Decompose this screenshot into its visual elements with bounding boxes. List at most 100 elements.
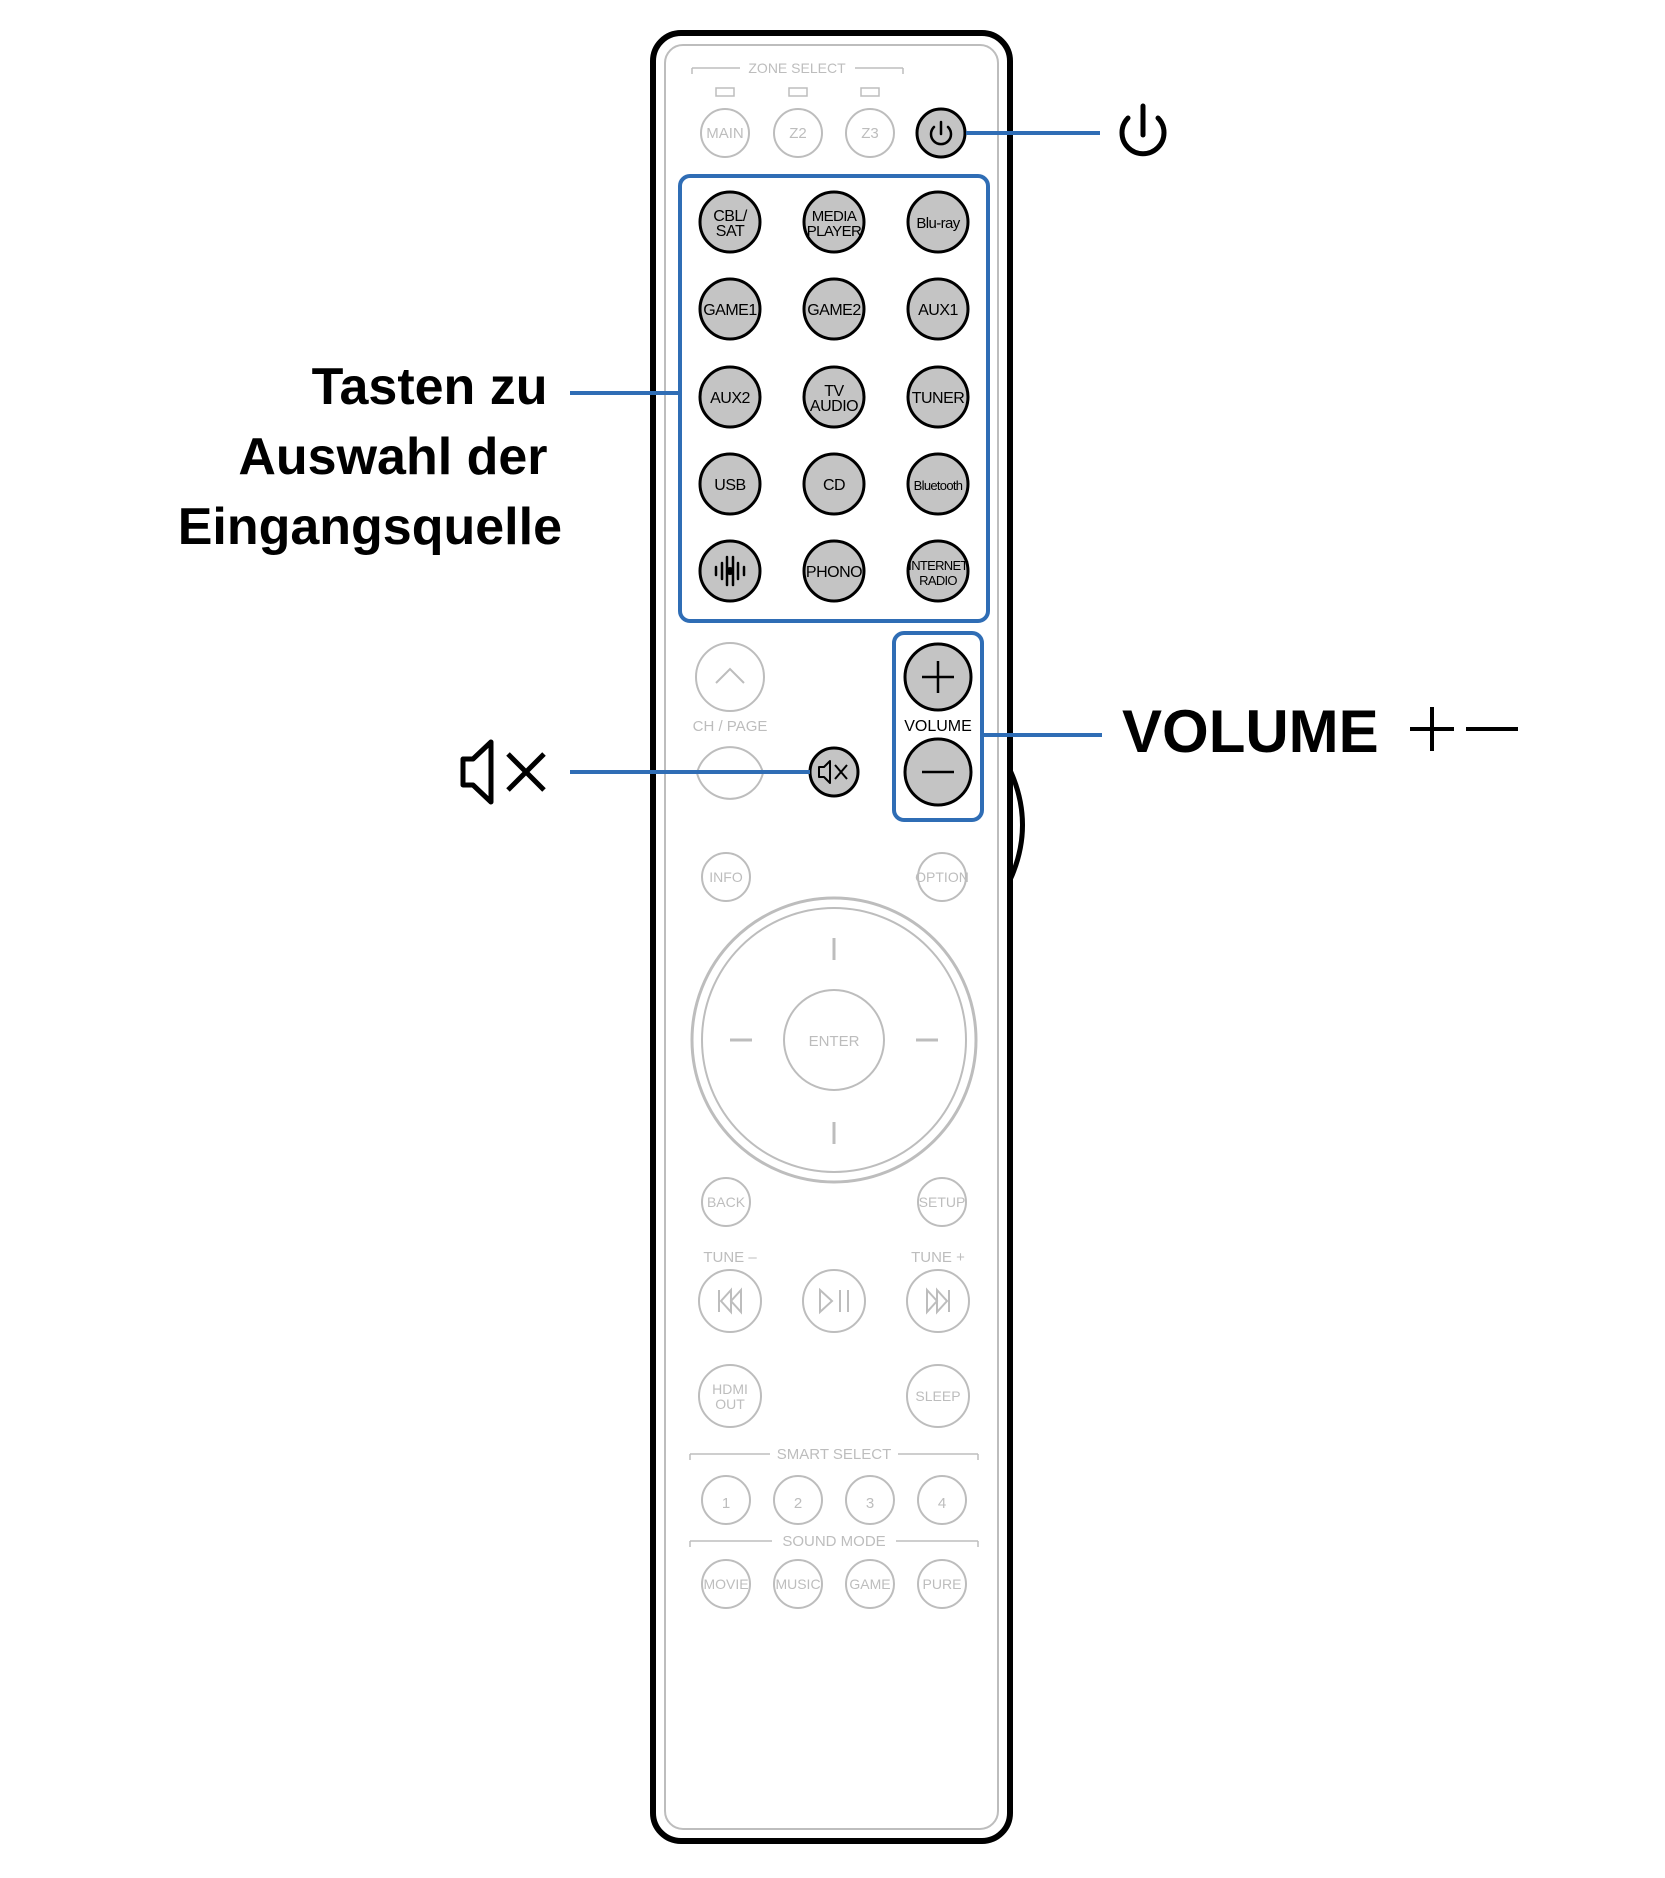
zone-select-label: ZONE SELECT: [748, 60, 846, 76]
input-select-callout-line-2: Auswahl der: [238, 428, 547, 486]
input-button-label: Blu-ray: [916, 215, 960, 232]
input-button-label: INTERNET: [908, 558, 968, 573]
input-button-label: GAME2: [807, 302, 861, 319]
sound-mode-game-button[interactable]: GAME: [845, 1559, 895, 1609]
zone-main-button[interactable]: MAIN: [700, 108, 750, 158]
zone-z3-button[interactable]: Z3: [845, 108, 895, 158]
power-callout-icon: [1119, 103, 1167, 157]
input-heos-button[interactable]: [698, 539, 762, 603]
tune-plus-label: TUNE +: [911, 1249, 965, 1266]
zone-main-label: MAIN: [706, 125, 744, 142]
sound-mode-label-text: PURE: [923, 1576, 962, 1592]
smart-select-4-button[interactable]: 4: [917, 1475, 967, 1525]
smart-select-number: 2: [794, 1495, 802, 1512]
sound-mode-label-text: MOVIE: [703, 1576, 748, 1592]
smart-select-label: SMART SELECT: [777, 1446, 891, 1463]
input-button-label: GAME1: [703, 302, 757, 319]
zone-indicator-main: [715, 87, 735, 97]
sleep-button[interactable]: SLEEP: [906, 1364, 970, 1428]
input-aux2-button[interactable]: AUX2: [698, 365, 762, 429]
chevron-up-icon: [715, 667, 745, 684]
input-select-highlight: [678, 174, 990, 623]
input-button-label: MEDIA: [812, 208, 857, 225]
input-select-callout-line-1: Tasten zu: [312, 358, 548, 416]
input-bluetooth-button[interactable]: Bluetooth: [906, 452, 970, 516]
info-button[interactable]: INFO: [701, 852, 751, 902]
input-select-callout-line-3: Eingangsquelle: [178, 498, 562, 556]
sound-mode-label: SOUND MODE: [782, 1533, 885, 1550]
zone-z3-label: Z3: [861, 125, 879, 142]
volume-remote-label: VOLUME: [904, 718, 972, 735]
input-cd-button[interactable]: CD: [802, 452, 866, 516]
tune-minus-label: TUNE –: [703, 1249, 757, 1266]
volume-up-button[interactable]: [903, 642, 973, 712]
volume-highlight: [892, 631, 984, 822]
setup-button[interactable]: SETUP: [917, 1177, 967, 1227]
volume-down-button[interactable]: [903, 737, 973, 807]
input-select-callout: Tasten zu Auswahl der Eingangsquelle: [178, 358, 562, 556]
sound-mode-music-button[interactable]: MUSIC: [773, 1559, 823, 1609]
input-phono-button[interactable]: PHONO: [802, 539, 866, 603]
input-button-label: TUNER: [912, 390, 965, 407]
input-cbl-sat-button[interactable]: CBL/SAT: [698, 190, 762, 254]
sound-mode-row: MOVIE MUSIC GAME PURE: [701, 1559, 967, 1609]
smart-select-number: 4: [938, 1495, 946, 1512]
input-button-label: TV: [824, 383, 844, 400]
enter-button[interactable]: ENTER: [783, 989, 885, 1091]
volume-plus-minus-icon: [1410, 707, 1518, 751]
heos-icon: [714, 555, 746, 587]
mute-callout-icon: [460, 739, 546, 805]
zone-z2-button[interactable]: Z2: [773, 108, 823, 158]
smart-select-1-button[interactable]: 1: [701, 1475, 751, 1525]
input-blu-ray-button[interactable]: Blu-ray: [906, 190, 970, 254]
mute-button[interactable]: [808, 746, 860, 798]
input-aux1-button[interactable]: AUX1: [906, 277, 970, 341]
smart-select-number: 3: [866, 1495, 874, 1512]
zone-indicator-z3: [860, 87, 880, 97]
hdmi-out-label-2: OUT: [715, 1396, 745, 1412]
play-pause-button[interactable]: [802, 1269, 866, 1333]
input-button-label: CD: [823, 477, 845, 494]
input-tuner-button[interactable]: TUNER: [906, 365, 970, 429]
back-button[interactable]: BACK: [701, 1177, 751, 1227]
hdmi-out-button[interactable]: HDMI OUT: [698, 1364, 762, 1428]
smart-select-number: 1: [722, 1495, 730, 1512]
ch-page-down-button[interactable]: [696, 746, 764, 800]
sound-mode-label-text: GAME: [849, 1576, 890, 1592]
info-label: INFO: [709, 869, 743, 885]
smart-select-3-button[interactable]: 3: [845, 1475, 895, 1525]
skip-forward-icon: [926, 1287, 950, 1315]
tune-minus-button[interactable]: [698, 1269, 762, 1333]
input-game1-button[interactable]: GAME1: [698, 277, 762, 341]
ch-page-up-button[interactable]: [695, 642, 765, 712]
sound-mode-movie-button[interactable]: MOVIE: [701, 1559, 751, 1609]
skip-back-icon: [718, 1287, 742, 1315]
smart-select-2-button[interactable]: 2: [773, 1475, 823, 1525]
option-button[interactable]: OPTION: [915, 852, 969, 902]
input-button-label: AUX2: [710, 390, 750, 407]
tune-plus-button[interactable]: [906, 1269, 970, 1333]
input-game2-button[interactable]: GAME2: [802, 277, 866, 341]
play-pause-icon: [819, 1287, 849, 1315]
zone-z2-label: Z2: [789, 125, 807, 142]
sleep-label: SLEEP: [915, 1388, 960, 1404]
hdmi-out-label-1: HDMI: [712, 1381, 748, 1397]
back-label: BACK: [707, 1194, 746, 1210]
input-button-label: USB: [714, 477, 745, 494]
remote-side-bump: [1007, 768, 1025, 882]
power-button[interactable]: [915, 107, 967, 159]
sound-mode-label-text: MUSIC: [775, 1576, 820, 1592]
ch-page-label: CH / PAGE: [693, 718, 768, 735]
input-button-label: AUDIO: [810, 398, 858, 415]
remote-inner-outline: [664, 44, 999, 1830]
input-usb-button[interactable]: USB: [698, 452, 762, 516]
sound-mode-pure-button[interactable]: PURE: [917, 1559, 967, 1609]
input-button-label: PHONO: [806, 564, 862, 581]
mute-icon: [818, 760, 848, 784]
input-button-label: PLAYER: [807, 223, 862, 240]
input-button-label: RADIO: [919, 573, 957, 588]
